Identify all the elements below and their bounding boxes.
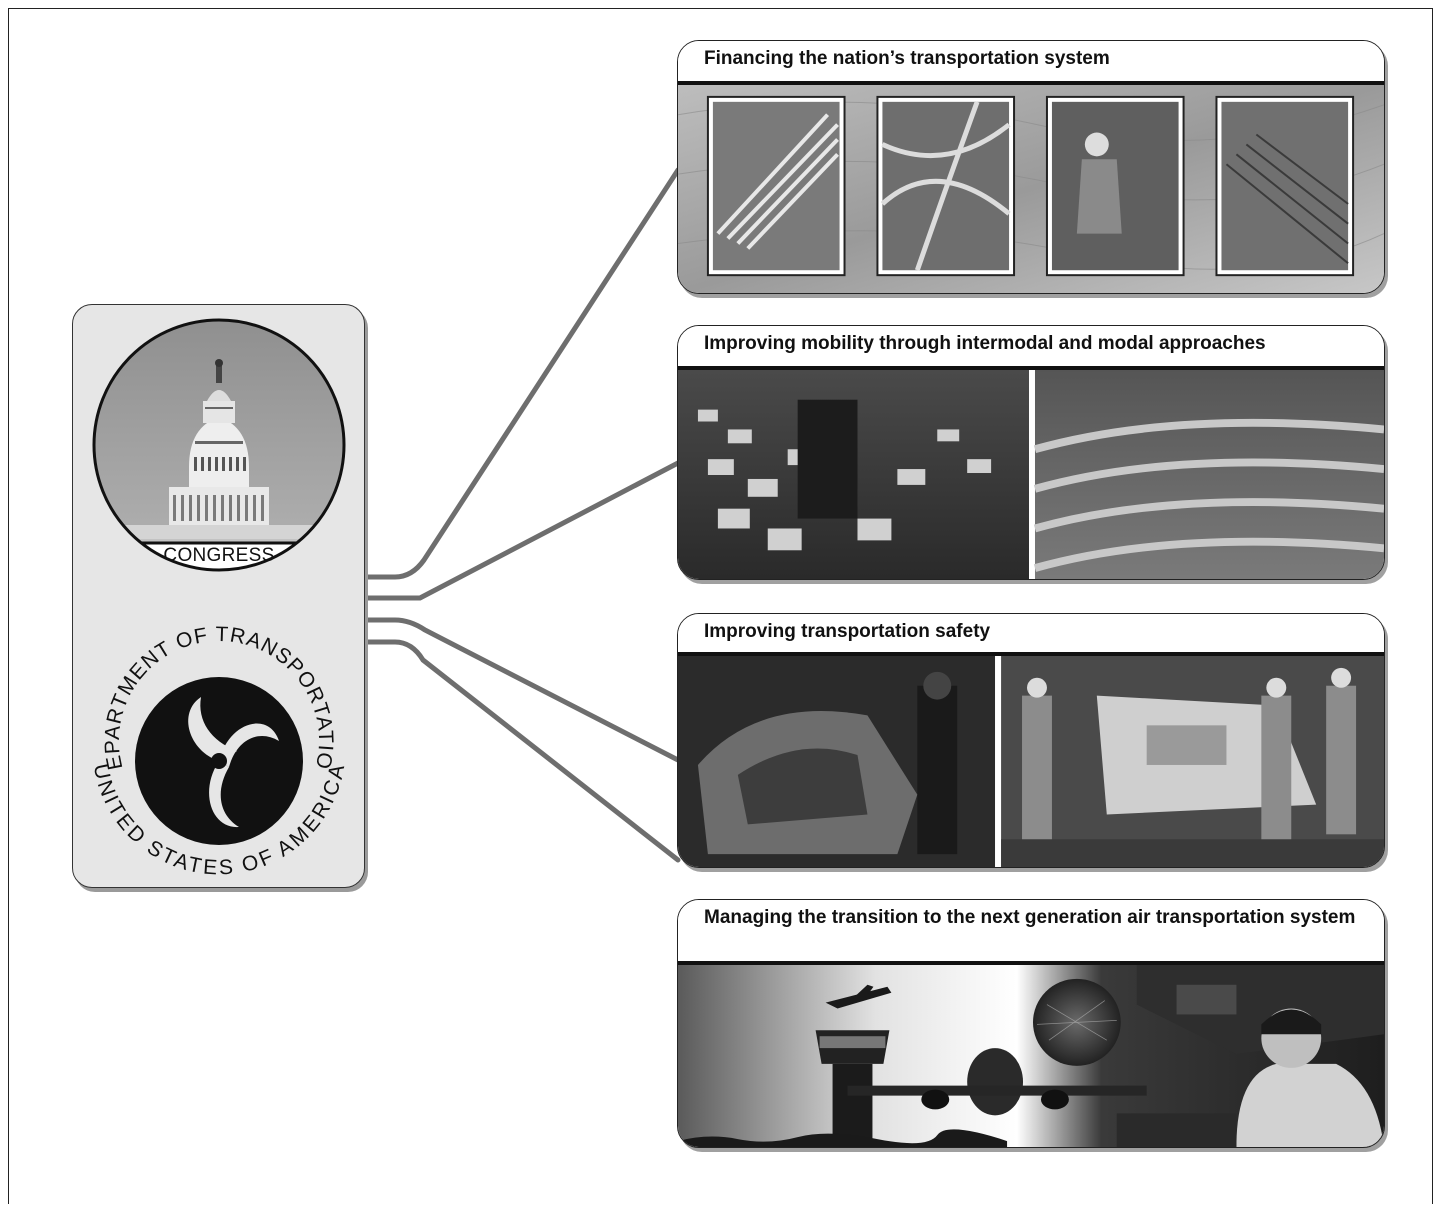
topic-title-safety: Improving transportation safety	[678, 614, 1384, 656]
topic-title-airspace: Managing the transition to the next gene…	[678, 900, 1384, 965]
topic-card-financing: Financing the nation’s transportation sy…	[677, 40, 1385, 294]
connector-safety	[362, 617, 681, 763]
connector-mobility	[362, 460, 681, 601]
capitol-dome-seal	[92, 318, 346, 572]
page-frame	[8, 8, 1433, 1204]
topic-title-mobility: Improving mobility through intermodal an…	[678, 326, 1384, 370]
agency-panel: CONGRESS DEPARTMENT OF TRANSPORTATION UN…	[72, 304, 365, 888]
topic-card-mobility: Improving mobility through intermodal an…	[677, 325, 1385, 580]
dot-seal: DEPARTMENT OF TRANSPORTATION UNITED STAT…	[79, 601, 348, 880]
connector-financing	[362, 167, 681, 580]
topic-card-airspace: Managing the transition to the next gene…	[677, 899, 1385, 1148]
financing-photo-collage	[678, 85, 1384, 293]
mobility-photos	[678, 370, 1384, 579]
safety-photos	[678, 656, 1384, 867]
topic-card-safety: Improving transportation safety	[677, 613, 1385, 868]
airspace-photo	[678, 965, 1384, 1147]
topic-title-financing: Financing the nation’s transportation sy…	[678, 41, 1384, 85]
connector-airspace	[362, 639, 681, 863]
congress-label: CONGRESS	[163, 545, 275, 566]
